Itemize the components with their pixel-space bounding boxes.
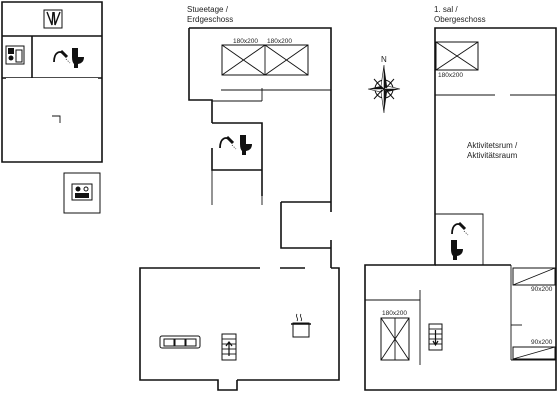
room-label-activity-2: Aktivitätsraum — [467, 151, 518, 160]
shower-icon — [53, 49, 71, 64]
bed-single: 90x200 — [512, 339, 556, 360]
compass-rose-icon: N — [367, 55, 401, 114]
ground-floor-label-1: Stueetage / — [187, 5, 229, 14]
ground-floor-label-2: Erdgeschoss — [187, 15, 233, 24]
compass-north-label: N — [381, 55, 387, 64]
bed-size-label: 90x200 — [531, 286, 553, 293]
bed-single: 90x200 — [512, 267, 556, 293]
shower-icon — [451, 221, 469, 236]
bed-double: 180x200 — [435, 41, 479, 79]
bed-double: 180x200 180x200 — [221, 38, 309, 76]
bed-size-label: 180x200 — [438, 72, 463, 79]
annex-building — [1, 1, 103, 214]
bed-size-label: 180x200 — [267, 38, 292, 45]
sauna-icon — [43, 9, 63, 29]
bed-size-label: 180x200 — [382, 310, 407, 317]
toilet-icon — [72, 48, 84, 68]
bed-double: 180x200 — [380, 310, 410, 361]
bed-size-label: 180x200 — [233, 38, 258, 45]
stairs-icon — [221, 333, 237, 361]
room-label-activity-1: Aktivitetsrum / — [467, 141, 518, 150]
cooking-pot-icon — [291, 313, 311, 338]
washing-machine-icon — [71, 183, 93, 201]
sofa-icon — [159, 335, 201, 349]
outdoor-washing-machine — [63, 172, 101, 214]
ground-floor: Stueetage / Erdgeschoss 180x20 — [139, 5, 340, 391]
bed-size-label: 90x200 — [531, 339, 553, 346]
toilet-icon — [451, 240, 463, 260]
toilet-icon — [240, 135, 252, 155]
upper-floor-label-2: Obergeschoss — [434, 15, 486, 24]
washing-machine-icon — [5, 45, 25, 65]
upper-floor: 1. sal / Obergeschoss 180x200 Aktivitets… — [364, 5, 557, 391]
stairs-icon — [428, 323, 443, 351]
upper-floor-label-1: 1. sal / — [434, 5, 458, 14]
shower-icon — [219, 135, 237, 150]
